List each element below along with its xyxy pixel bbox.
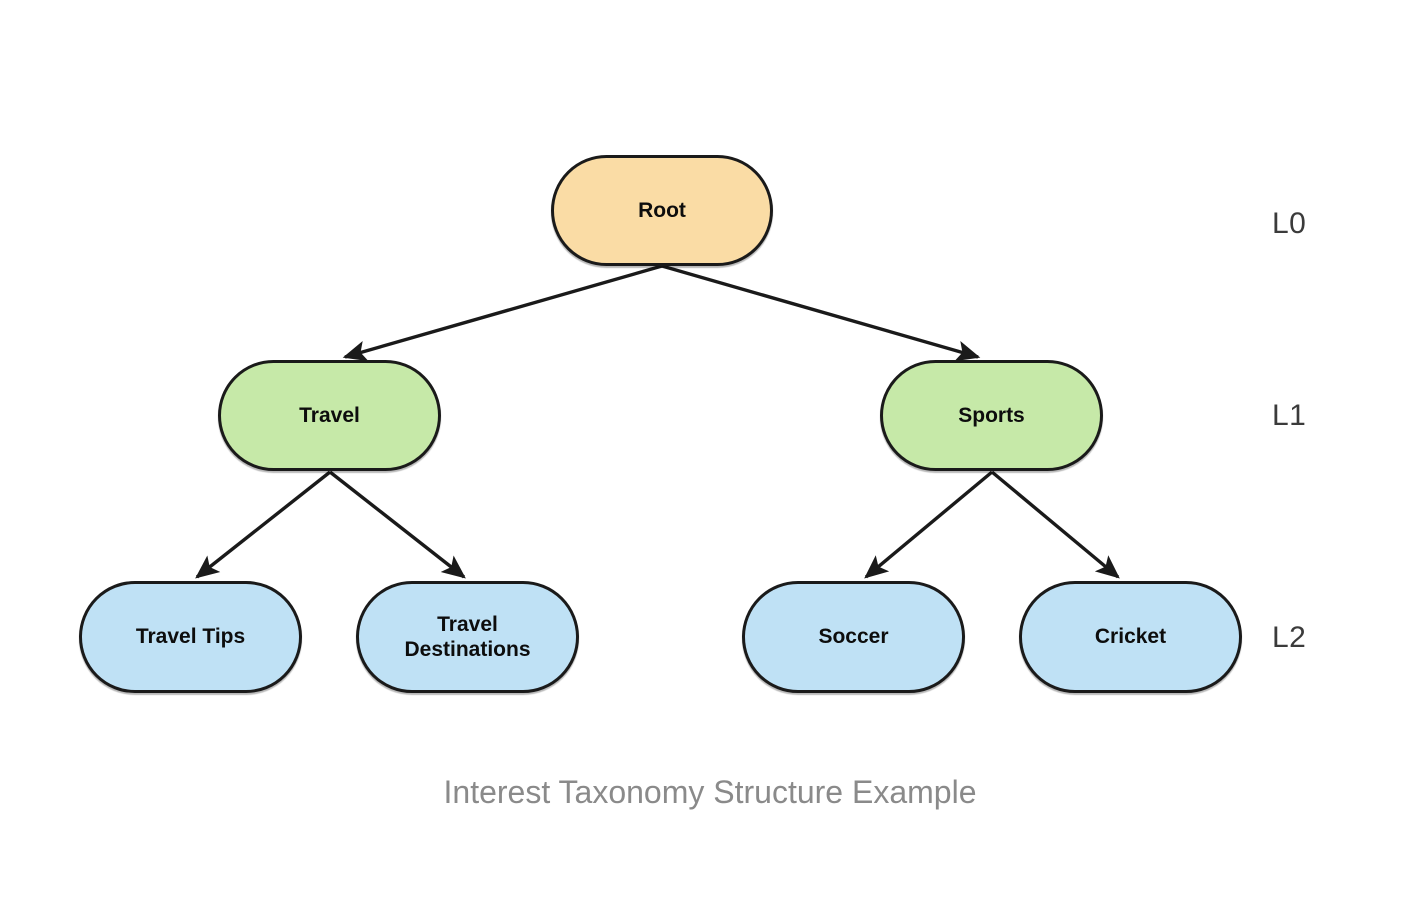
- edge-travel-travel-destinations: [328, 470, 466, 579]
- node-travel-destinations[interactable]: Travel Destinations: [356, 581, 579, 693]
- node-root[interactable]: Root: [551, 155, 773, 266]
- node-root-label: Root: [638, 198, 686, 222]
- node-cricket-label: Cricket: [1094, 625, 1167, 649]
- edge-travel-travel-tips: [195, 470, 332, 579]
- node-travel-tips-label: Travel Tips: [135, 625, 246, 649]
- edge-root-travel: [342, 264, 663, 362]
- level-label-l2: L2: [1272, 621, 1307, 654]
- level-label-l1: L1: [1272, 399, 1307, 432]
- node-travel[interactable]: Travel: [218, 360, 441, 471]
- node-sports-label: Sports: [958, 403, 1025, 427]
- diagram-caption: Interest Taxonomy Structure Example: [443, 774, 977, 810]
- node-soccer[interactable]: Soccer: [742, 581, 965, 693]
- node-travel-label: Travel: [299, 403, 360, 427]
- node-travel-destinations-label: Travel Destinations: [404, 612, 531, 661]
- node-travel-tips[interactable]: Travel Tips: [79, 581, 302, 693]
- level-label-l0: L0: [1272, 207, 1307, 240]
- edge-sports-soccer: [864, 470, 994, 579]
- edge-sports-cricket: [990, 470, 1120, 579]
- edge-root-sports: [661, 264, 981, 362]
- node-soccer-label: Soccer: [818, 625, 889, 649]
- node-sports[interactable]: Sports: [880, 360, 1103, 471]
- node-cricket[interactable]: Cricket: [1019, 581, 1242, 693]
